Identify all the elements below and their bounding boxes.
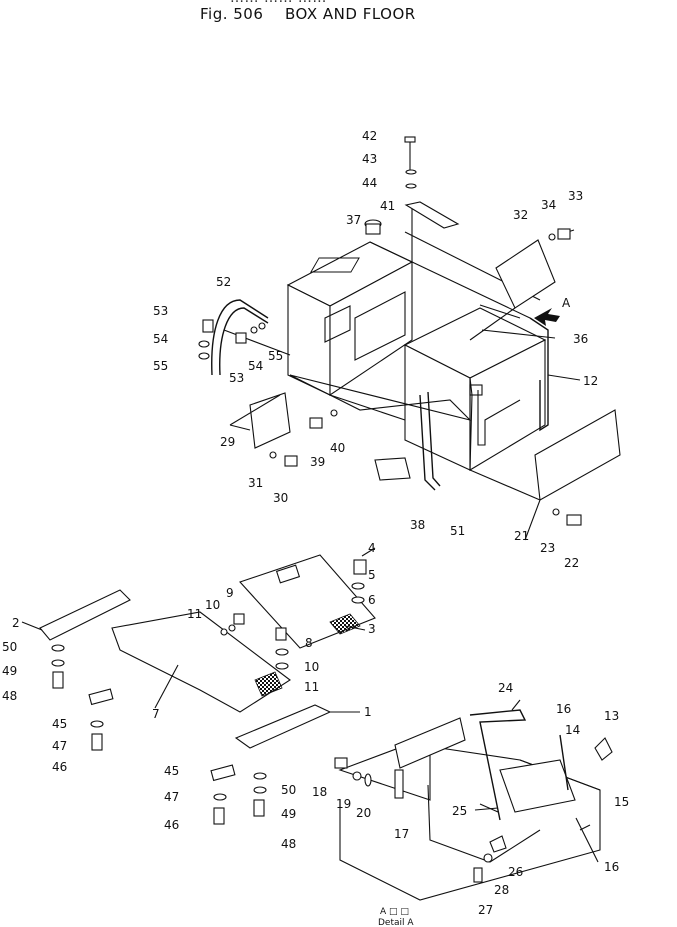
- box-assembly: [198, 136, 621, 526]
- callout-46-b: 46: [164, 818, 179, 832]
- callout-18: 18: [312, 785, 327, 799]
- callout-23: 23: [540, 541, 555, 555]
- handle-52: [211, 299, 269, 376]
- detail-marks: A □ □: [380, 907, 409, 917]
- callout-10-a: 10: [205, 598, 220, 612]
- callout-3: 3: [368, 622, 376, 636]
- callout-2: 2: [12, 616, 20, 630]
- callout-28: 28: [494, 883, 509, 897]
- plate-15: [499, 759, 576, 813]
- callout-43: 43: [362, 152, 377, 166]
- callout-40: 40: [330, 441, 345, 455]
- callout-55-b: 55: [268, 349, 283, 363]
- callout-9: 9: [226, 586, 234, 600]
- callout-45-b: 45: [164, 764, 179, 778]
- callout-48-a: 48: [2, 689, 17, 703]
- plate-38: [374, 457, 411, 481]
- callout-41: 41: [380, 199, 395, 213]
- callout-1: 1: [364, 705, 372, 719]
- callout-45-a: 45: [52, 717, 67, 731]
- callout-8: 8: [305, 636, 313, 650]
- callout-39: 39: [310, 455, 325, 469]
- callout-7: 7: [152, 707, 160, 721]
- figure-number: Fig. 506: [200, 5, 264, 23]
- detail-caption: Detail A: [378, 918, 414, 927]
- cover-panel-21: [534, 409, 621, 501]
- callout-49-b: 49: [281, 807, 296, 821]
- callout-6: 6: [368, 593, 376, 607]
- callout-19: 19: [336, 797, 351, 811]
- callout-46-a: 46: [52, 760, 67, 774]
- view-arrow-label: A: [562, 296, 571, 310]
- callout-38: 38: [410, 518, 425, 532]
- callout-12: 12: [583, 374, 598, 388]
- floor-frame-7: [111, 611, 291, 713]
- cover-panel-32: [495, 239, 556, 309]
- callout-labels: 1 2 3 4 5 6 7 8 9 10 10 11 11 12 13 14 1…: [2, 129, 629, 917]
- rod-24: [469, 709, 527, 821]
- callout-15: 15: [614, 795, 629, 809]
- callout-30: 30: [273, 491, 288, 505]
- callout-42: 42: [362, 129, 377, 143]
- handle-51: [419, 394, 436, 491]
- callout-55-a: 55: [153, 359, 168, 373]
- clipped-title-text: …… …… ……: [230, 0, 327, 6]
- callout-48-b: 48: [281, 837, 296, 851]
- floor-plate-1: [234, 704, 332, 749]
- callout-16-a: 16: [556, 702, 571, 716]
- callout-54-b: 54: [248, 359, 263, 373]
- callout-17: 17: [394, 827, 409, 841]
- detail-a: [334, 709, 613, 901]
- callout-33: 33: [568, 189, 583, 203]
- callout-10-b: 10: [304, 660, 319, 674]
- callout-54-a: 54: [153, 332, 168, 346]
- callout-34: 34: [541, 198, 556, 212]
- callout-14: 14: [565, 723, 580, 737]
- callout-20: 20: [356, 806, 371, 820]
- callout-16-b: 16: [604, 860, 619, 874]
- callout-50-b: 50: [281, 783, 296, 797]
- callout-11-b: 11: [304, 680, 319, 694]
- callout-53-b: 53: [229, 371, 244, 385]
- callout-31: 31: [248, 476, 263, 490]
- figure-header: …… …… …… Fig. 506 BOX AND FLOOR: [200, 0, 460, 24]
- callout-13: 13: [604, 709, 619, 723]
- floor-parts: [39, 554, 376, 825]
- callout-11-a: 11: [187, 607, 202, 621]
- callout-37: 37: [346, 213, 361, 227]
- callout-47-a: 47: [52, 739, 67, 753]
- callout-53-a: 53: [153, 304, 168, 318]
- callout-4: 4: [368, 541, 376, 555]
- callout-25: 25: [452, 804, 467, 818]
- callout-32: 32: [513, 208, 528, 222]
- callout-5: 5: [368, 568, 376, 582]
- bracket-detail: [394, 717, 466, 769]
- bracket-41: [404, 201, 460, 229]
- floor-plate-2: [39, 589, 131, 641]
- callout-49-a: 49: [2, 664, 17, 678]
- callout-29: 29: [220, 435, 235, 449]
- callout-27: 27: [478, 903, 493, 917]
- leader-lines: [21, 374, 599, 863]
- view-arrow-a: [534, 308, 560, 326]
- callout-51: 51: [450, 524, 465, 538]
- callout-47-b: 47: [164, 790, 179, 804]
- callout-22: 22: [564, 556, 579, 570]
- callout-50-a: 50: [2, 640, 17, 654]
- figure-title: BOX AND FLOOR: [285, 5, 416, 23]
- callout-36: 36: [573, 332, 588, 346]
- callout-44: 44: [362, 176, 377, 190]
- callout-24: 24: [498, 681, 513, 695]
- callout-52: 52: [216, 275, 231, 289]
- callout-26: 26: [508, 865, 523, 879]
